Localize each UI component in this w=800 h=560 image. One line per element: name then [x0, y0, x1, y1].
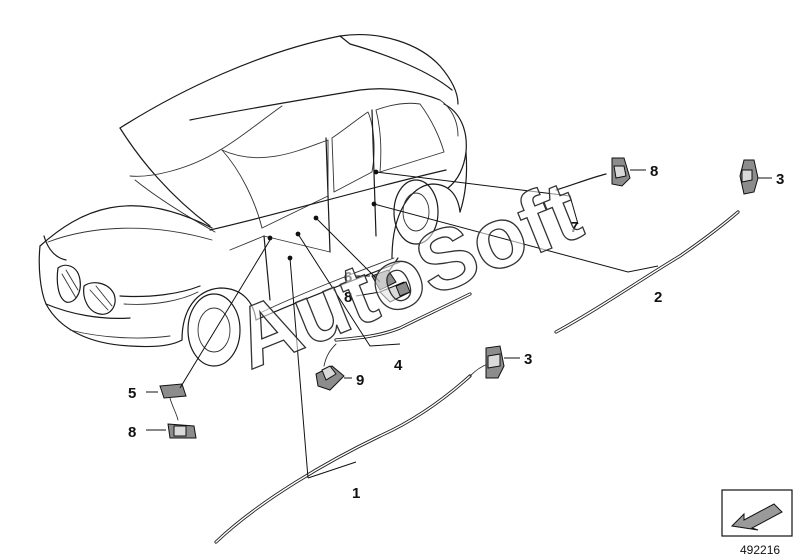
- connector-5: [159, 383, 187, 421]
- cable-4: [334, 292, 472, 342]
- callout-8-middle: 8: [344, 289, 352, 306]
- reference-number: 492216: [740, 543, 780, 557]
- callout-8-lower: 8: [128, 424, 136, 441]
- callout-7: 7: [570, 219, 578, 236]
- watermark-text: AutoSoft: [221, 163, 594, 388]
- callout-9: 9: [356, 372, 364, 389]
- callout-3-lower: 3: [524, 351, 532, 368]
- bracket-6: [371, 269, 397, 291]
- callout-2: 2: [654, 289, 662, 306]
- module-9: [315, 343, 345, 391]
- sensor-8-middle: [379, 281, 411, 303]
- callout-5: 5: [128, 385, 136, 402]
- callout-3-upper: 3: [776, 171, 784, 188]
- sensor-8-upper: [611, 157, 631, 187]
- sensor-8-lower: [167, 423, 197, 439]
- callout-6: 6: [344, 269, 352, 286]
- arrow-left-icon[interactable]: [721, 489, 793, 537]
- cable-2: [554, 210, 740, 334]
- callout-1: 1: [352, 485, 360, 502]
- vehicle-outline: [38, 34, 468, 367]
- cable-7: [555, 173, 607, 191]
- leader-lines: [146, 169, 772, 479]
- callout-4: 4: [394, 357, 403, 374]
- sensor-3-upper: [739, 159, 759, 195]
- cable-1: [214, 363, 489, 544]
- callout-8-upper: 8: [650, 163, 658, 180]
- sensor-3-lower: [485, 345, 505, 379]
